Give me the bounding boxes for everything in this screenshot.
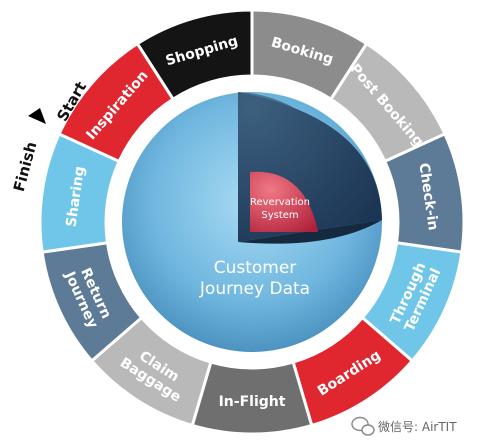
ring-segments — [38, 8, 466, 436]
wechat-watermark: 微信号: AirTIT — [351, 416, 457, 436]
finish-label: Finish — [10, 140, 41, 194]
start-finish-arrow — [28, 108, 46, 124]
core-label-line2: System — [261, 210, 298, 221]
reservation-core — [250, 171, 318, 232]
center-label-line1: Customer — [214, 258, 297, 278]
wechat-icon — [351, 416, 375, 436]
watermark-text: 微信号: AirTIT — [378, 420, 457, 434]
center-label-line2: Journey Data — [199, 279, 310, 299]
ring-segment-inspiration — [57, 41, 176, 164]
core-label-line1: Revervation — [250, 197, 310, 208]
ring-label-in-flight: In-Flight — [219, 394, 286, 410]
